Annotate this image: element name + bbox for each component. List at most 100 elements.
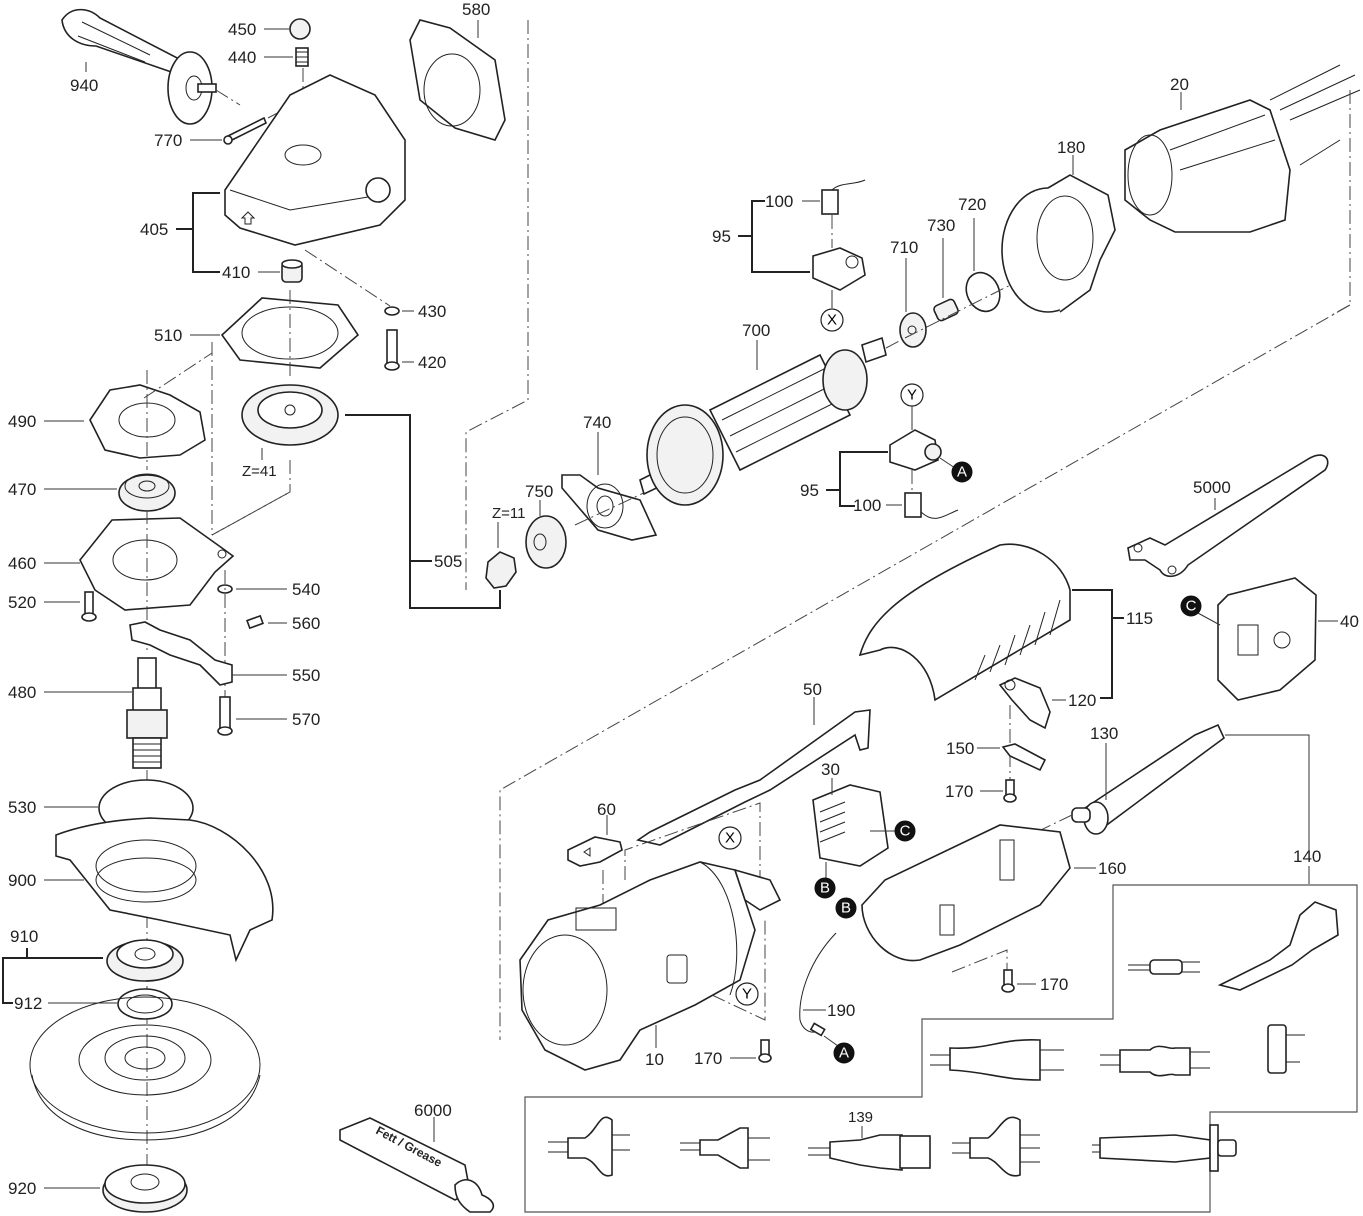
guard-580 [409, 19, 506, 141]
label-10: 10 [645, 1050, 664, 1069]
svg-text:Y: Y [907, 387, 917, 404]
cable-190 [799, 932, 837, 1037]
label-60: 60 [597, 800, 616, 819]
svg-text:C: C [900, 823, 911, 840]
gear-housing-405 [224, 74, 406, 246]
switch-30 [812, 784, 889, 867]
bushing-410 [281, 259, 303, 283]
label-410: 410 [222, 263, 250, 282]
label-710: 710 [890, 238, 918, 257]
label-190: 190 [827, 1001, 855, 1020]
label-405: 405 [140, 220, 168, 239]
screw-770 [223, 116, 268, 145]
plug-swiss [952, 1116, 1040, 1177]
brush-holder-95-lower [889, 429, 942, 471]
svg-text:X: X [827, 312, 837, 329]
label-120: 120 [1068, 691, 1096, 710]
flange-460 [79, 517, 235, 611]
label-490: 490 [8, 412, 36, 431]
marker-c-switch: C [894, 820, 916, 842]
label-100-lower: 100 [853, 496, 881, 515]
label-430: 430 [418, 302, 446, 321]
label-700: 700 [742, 321, 770, 340]
plug-euro-small [1128, 959, 1200, 975]
plug-flat-large [930, 1038, 1064, 1081]
label-570: 570 [292, 710, 320, 729]
bearing-750 [525, 515, 567, 569]
label-720: 720 [958, 195, 986, 214]
pin-570 [217, 696, 233, 736]
label-170-housing: 170 [694, 1049, 722, 1068]
label-30: 30 [821, 760, 840, 779]
side-handle-940 [61, 8, 241, 125]
electronics-module-40 [1217, 577, 1317, 701]
label-139: 139 [848, 1109, 873, 1126]
lock-lever-550 [129, 621, 233, 686]
marker-b-cable: B [835, 897, 857, 919]
grinding-disc [29, 996, 261, 1141]
svg-text:B: B [820, 880, 830, 897]
plug-australian [548, 1116, 630, 1177]
label-480: 480 [8, 683, 36, 702]
label-160: 160 [1098, 859, 1126, 878]
inner-flange-910 [106, 939, 184, 982]
plug-schuko [1217, 901, 1339, 991]
strain-relief-150 [1001, 743, 1047, 772]
label-580: 580 [462, 0, 490, 19]
label-170-handle: 170 [1040, 975, 1068, 994]
label-460: 460 [8, 554, 36, 573]
label-750: 750 [525, 482, 553, 501]
plug-us [1100, 1045, 1210, 1077]
label-180: 180 [1057, 138, 1085, 157]
label-50: 50 [803, 680, 822, 699]
handle-shell-160 [861, 824, 1071, 962]
cover-115 [858, 543, 1071, 702]
wheel-guard-900 [55, 817, 274, 963]
spanner-wrench-5000 [1127, 454, 1329, 578]
sleeve-730 [933, 298, 959, 322]
carbon-brush-100-lower [904, 492, 959, 519]
motor-housing-10 [519, 861, 782, 1071]
label-940: 940 [70, 76, 98, 95]
label-130: 130 [1090, 724, 1118, 743]
label-920: 920 [8, 1179, 36, 1198]
grease-tube-6000: Fett / Grease [339, 1117, 495, 1213]
marker-a-cable: A [833, 1042, 855, 1064]
marker-a-lower-brush: A [951, 461, 973, 483]
air-guide-180 [1001, 174, 1116, 313]
label-900: 900 [8, 871, 36, 890]
svg-text:B: B [841, 900, 851, 917]
label-420: 420 [418, 353, 446, 372]
bearing-470 [118, 473, 176, 512]
marker-y-housing: Y [735, 982, 759, 1006]
label-150: 150 [946, 739, 974, 758]
pinion-z11 [485, 551, 517, 589]
label-100-upper: 100 [765, 192, 793, 211]
label-770: 770 [154, 131, 182, 150]
marker-x-housing: X [718, 826, 742, 850]
marker-c-electronics: C [1180, 595, 1202, 617]
svg-text:A: A [839, 1045, 849, 1062]
label-730: 730 [927, 216, 955, 235]
cap-450 [289, 18, 311, 40]
brush-holder-95-upper [812, 247, 866, 291]
bevel-gear-z41 [241, 384, 339, 446]
label-140: 140 [1293, 847, 1321, 866]
label-530: 530 [8, 798, 36, 817]
label-520: 520 [8, 593, 36, 612]
plug-cee-139 [808, 1134, 931, 1171]
plug-euro-round [680, 1127, 770, 1169]
carbon-brush-100-upper [821, 179, 866, 215]
label-505: 505 [434, 552, 462, 571]
label-5000: 5000 [1193, 478, 1231, 497]
label-6000: 6000 [414, 1101, 452, 1120]
label-550: 550 [292, 666, 320, 685]
slide-button-60 [567, 836, 623, 867]
label-95-upper: 95 [712, 227, 731, 246]
marker-b-switch: B [814, 877, 836, 899]
svg-text:C: C [1186, 598, 1197, 615]
label-470: 470 [8, 480, 36, 499]
spring-440 [295, 47, 309, 67]
bearing-710 [899, 312, 927, 348]
marker-x-upper: X [820, 308, 844, 332]
